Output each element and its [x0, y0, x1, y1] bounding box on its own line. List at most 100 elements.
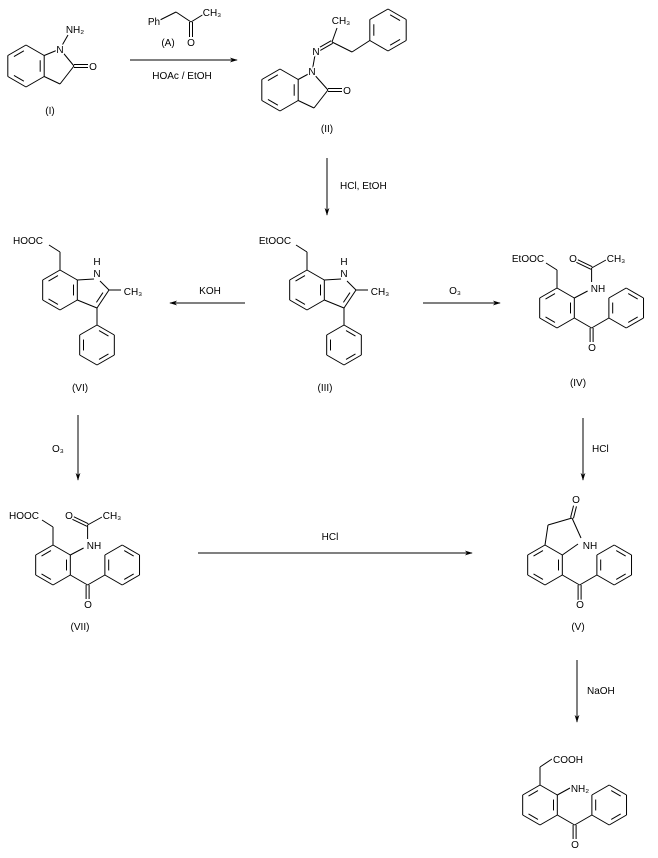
compound-vi-bond [77, 299, 98, 309]
reagent-step8: NaOH [587, 686, 615, 697]
compound-ii-ring [279, 68, 299, 80]
compound-product-phenyl-inner [610, 790, 621, 797]
reagent-a-bond [190, 13, 205, 23]
compound-v-ring [544, 574, 563, 586]
atom-product-cooh: COOH [553, 755, 583, 766]
compound-iv-ring-inner [545, 316, 556, 323]
compound-vii-phenyl [104, 574, 123, 586]
atom-iv-keto-o: O [588, 343, 596, 354]
compound-iii-ring-inner [295, 275, 306, 282]
compound-product-phenyl [591, 814, 610, 826]
compound-iii-phenyl [326, 324, 345, 336]
compound-vii-phenyl-inner [123, 550, 134, 557]
compound-v-phenyl-inner [615, 550, 626, 557]
compound-vii-ring [35, 544, 54, 556]
compound-ii-imine [317, 40, 332, 50]
compound-vii-ring [52, 544, 71, 556]
compound-vi-phenyl [96, 354, 115, 366]
compound-iv-bond [574, 317, 592, 329]
compound-ii-ring-inner [267, 74, 279, 82]
atom-iv-ch3: CH₃ [607, 254, 626, 265]
label-compound-vi: (VI) [72, 383, 88, 394]
compound-vi-ring-inner [48, 275, 59, 282]
compound-product-ring [522, 784, 541, 796]
compound-v-phenyl [613, 574, 632, 586]
compound-vii-phenyl [121, 574, 140, 586]
atom-iv-nh: NH [591, 284, 605, 295]
compound-i-ring-inner [13, 74, 25, 82]
compound-v-phenyl-inner [615, 573, 626, 580]
reagent-step4: O₃ [449, 286, 461, 297]
atom-vii-nh: NH [87, 541, 101, 552]
reagent-a-oxygen: O [187, 38, 195, 49]
compound-ii-phenyl [387, 40, 407, 52]
atom-iii-h: H [340, 257, 347, 268]
reagent-step3: KOH [199, 286, 221, 297]
compound-iii-ring [306, 269, 325, 281]
atom-ii-n1: N [308, 67, 315, 78]
compound-product-phenyl [608, 814, 627, 826]
atom-vi-h: H [93, 257, 100, 268]
reagent-a-bond [159, 11, 177, 21]
compound-vii-acyl-carbonyl [73, 516, 89, 525]
atom-ii-ch3: CH₃ [332, 16, 351, 27]
compound-iii-bond [343, 289, 357, 309]
compound-ii-imine [318, 42, 333, 52]
compound-v-ring [527, 574, 546, 586]
compound-v-ring-inner [533, 573, 544, 580]
compound-v-bond [571, 517, 582, 539]
atom-i-n: N [56, 45, 63, 56]
reagent-step7: HCl [322, 532, 339, 543]
atom-iii-ester: EtOOC [259, 236, 291, 247]
compound-iv-ring [556, 317, 575, 329]
compound-iv-ring [539, 287, 558, 299]
atom-vi-ch3: CH₃ [124, 287, 143, 298]
compound-iv-ring [556, 287, 575, 299]
atom-vii-acid: HOOC [9, 511, 39, 522]
compound-product-phenyl [608, 784, 627, 796]
compound-i-ring [25, 44, 45, 56]
reagent-step5: O₃ [52, 444, 64, 455]
compound-ii-ring [261, 100, 281, 112]
compound-v-lactam-carbonyl [570, 505, 575, 518]
compound-ii-phenyl [387, 8, 407, 20]
compound-ii-ring [261, 68, 281, 80]
compound-iv-bond [545, 262, 558, 271]
compound-iii-inner-bond [343, 292, 351, 303]
compound-ii-bond [351, 40, 371, 53]
compound-vii-bond [70, 547, 84, 556]
arrows-layer [75, 57, 586, 723]
label-compound-vii: (VII) [71, 622, 90, 633]
compound-v-ring [544, 544, 563, 556]
compound-v-bond [562, 543, 579, 556]
compound-ii-n-n-bond [311, 54, 316, 73]
compound-vi-phenyl [96, 324, 115, 336]
reagent-step1: HOAc / EtOH [152, 71, 211, 82]
compound-i-bond [59, 48, 75, 67]
compound-vi-bond [77, 278, 95, 281]
atom-vii-keto-o: O [84, 600, 92, 611]
reagent-a-methyl: CH₃ [203, 8, 222, 19]
compound-product-ring [539, 784, 558, 796]
compound-product-ring [539, 814, 558, 826]
compound-iii-bond [324, 299, 345, 309]
compound-ii-bond [297, 100, 315, 109]
compound-vi-phenyl [79, 324, 98, 336]
reagent-step6: HCl [592, 444, 609, 455]
label-compound-v: (V) [571, 622, 584, 633]
atom-i-o: O [89, 62, 97, 73]
compound-ii-bond [297, 71, 313, 80]
atom-ii-n2: N [312, 47, 319, 58]
label-compound-ii: (II) [321, 124, 333, 135]
reagent-a-bond [175, 11, 192, 23]
compound-iii-ring [289, 269, 308, 281]
compound-vi-ring [59, 299, 78, 311]
compound-iv-methyl-bond [591, 259, 607, 269]
atom-v-nh: NH [583, 541, 597, 552]
compound-ii-methyl-bond [331, 27, 338, 43]
compound-vi-ring [42, 269, 61, 281]
compound-product-ring-inner [528, 813, 539, 820]
compound-v-phenyl [596, 544, 615, 556]
bonds-layer [7, 8, 645, 839]
